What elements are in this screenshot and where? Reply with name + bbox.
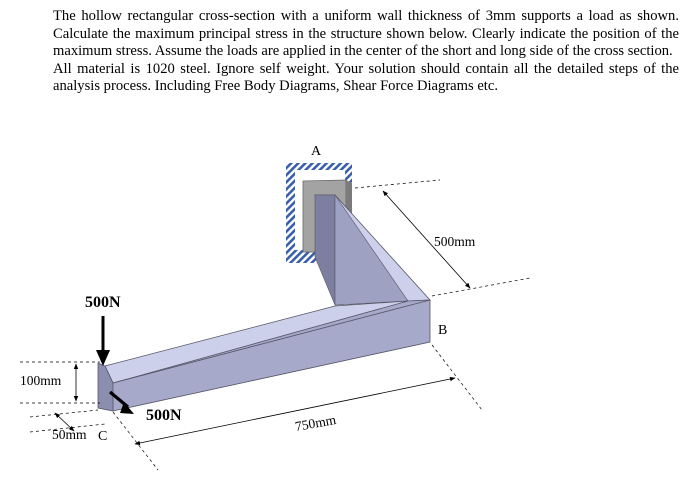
problem-paragraph-1: The hollow rectangular cross-section wit…	[53, 8, 679, 60]
point-c-label: C	[98, 429, 107, 444]
dim-ab-label: 500mm	[434, 234, 476, 249]
beam-segment-bc	[97, 299, 431, 412]
beam-ab-end	[314, 194, 336, 306]
load-vertical-label: 500N	[85, 294, 121, 311]
dim-width-label: 50mm	[52, 427, 87, 442]
dimension-bc: 750mm	[112, 344, 483, 471]
dimension-ab: 500mm	[354, 179, 531, 297]
beam-segment-ab	[314, 194, 431, 306]
beam-ab-side	[334, 194, 409, 306]
point-a-label: A	[311, 144, 322, 159]
problem-statement: The hollow rectangular cross-section wit…	[53, 8, 679, 96]
load-vertical: 500N	[85, 294, 121, 366]
load-horizontal: 500N	[108, 390, 182, 424]
load-horizontal-label: 500N	[146, 407, 182, 424]
dimension-height: 100mm	[20, 361, 100, 404]
point-b-label: B	[438, 323, 447, 338]
beam-c-end	[97, 362, 114, 412]
dim-bc-label: 750mm	[294, 412, 338, 434]
dimension-width: 50mm	[29, 409, 106, 442]
problem-paragraph-2: All material is 1020 steel. Ignore self …	[53, 60, 679, 95]
dim-height-label: 100mm	[20, 373, 62, 388]
